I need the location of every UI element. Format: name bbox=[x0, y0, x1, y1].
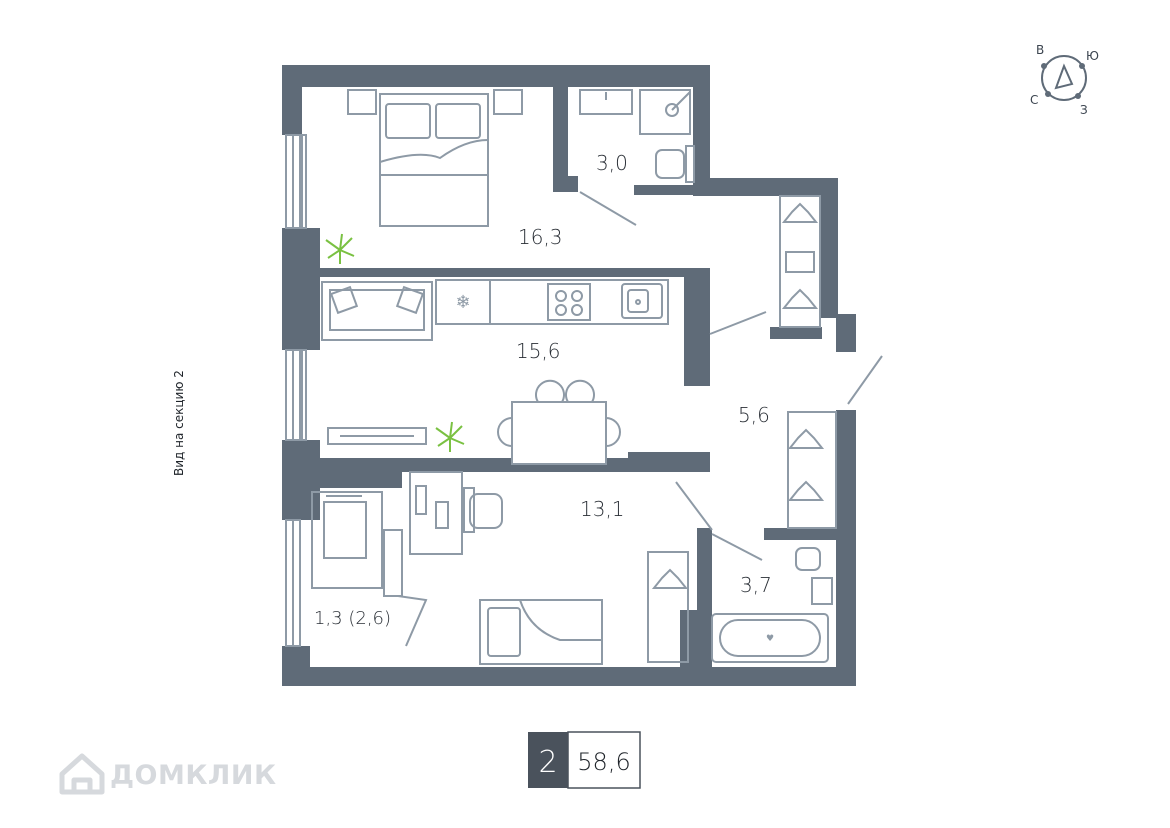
bath-sink bbox=[811, 577, 833, 605]
wc-sink bbox=[579, 89, 633, 115]
nightstand-right bbox=[493, 89, 523, 115]
plant-icon bbox=[435, 421, 465, 452]
wc-toilet bbox=[655, 149, 685, 179]
wc-door bbox=[579, 191, 637, 226]
shower bbox=[639, 89, 691, 135]
compass-south: Ю bbox=[1086, 49, 1099, 63]
compass: В Ю С З bbox=[1030, 43, 1099, 117]
nightstand-left bbox=[347, 89, 377, 115]
plant-icon bbox=[325, 233, 355, 264]
room-label-bedroom: 16,3 bbox=[518, 225, 563, 249]
room-label-loggia: 1,3 (2,6) bbox=[314, 608, 391, 629]
dining-table bbox=[511, 401, 607, 465]
kitchen-door bbox=[709, 311, 767, 335]
fridge bbox=[435, 279, 491, 325]
apartment-badge: 2 58,6 bbox=[528, 731, 641, 789]
compass-west: З bbox=[1080, 103, 1088, 117]
furniture: ❄ bbox=[311, 89, 883, 665]
svg-text:♥: ♥ bbox=[766, 634, 774, 644]
wardrobe-room2 bbox=[647, 551, 689, 663]
entrance-door bbox=[847, 355, 883, 405]
cooktop bbox=[547, 283, 591, 321]
total-area: 58,6 bbox=[577, 748, 630, 776]
compass-north: С bbox=[1030, 93, 1038, 107]
wardrobe-lower bbox=[787, 411, 837, 529]
tv-stand bbox=[327, 427, 427, 445]
walls bbox=[282, 65, 856, 686]
watermark: ДОМКЛИК bbox=[59, 753, 277, 795]
room-label-wc: 3,0 bbox=[596, 151, 628, 175]
desk bbox=[409, 471, 463, 555]
wardrobe-upper bbox=[779, 195, 821, 328]
room-label-hall: 5,6 bbox=[738, 403, 770, 427]
room2-door bbox=[675, 481, 713, 531]
single-bed bbox=[479, 599, 603, 665]
side-view-note: Вид на секцию 2 bbox=[172, 370, 186, 476]
windows bbox=[285, 134, 307, 647]
compass-east: В bbox=[1036, 43, 1044, 57]
compass-icon bbox=[1041, 55, 1087, 101]
bathtub bbox=[711, 613, 829, 663]
loggia-rack bbox=[311, 491, 383, 589]
bath-door bbox=[711, 533, 763, 561]
room-label-room2: 13,1 bbox=[580, 497, 625, 521]
plants bbox=[325, 233, 465, 452]
double-bed bbox=[379, 93, 489, 227]
room-label-bathroom: 3,7 bbox=[740, 573, 772, 597]
bath-toilet bbox=[795, 547, 821, 571]
loggia-door bbox=[397, 595, 428, 647]
brand-name: ДОМКЛИК bbox=[110, 760, 277, 791]
house-logo-icon bbox=[59, 753, 105, 795]
room-label-kitchen: 15,6 bbox=[516, 339, 561, 363]
room-count: 2 bbox=[538, 745, 557, 780]
svg-text:❄: ❄ bbox=[455, 292, 470, 313]
kitchen-sink bbox=[621, 283, 663, 319]
sofa bbox=[321, 281, 433, 341]
office-chair bbox=[469, 493, 503, 529]
